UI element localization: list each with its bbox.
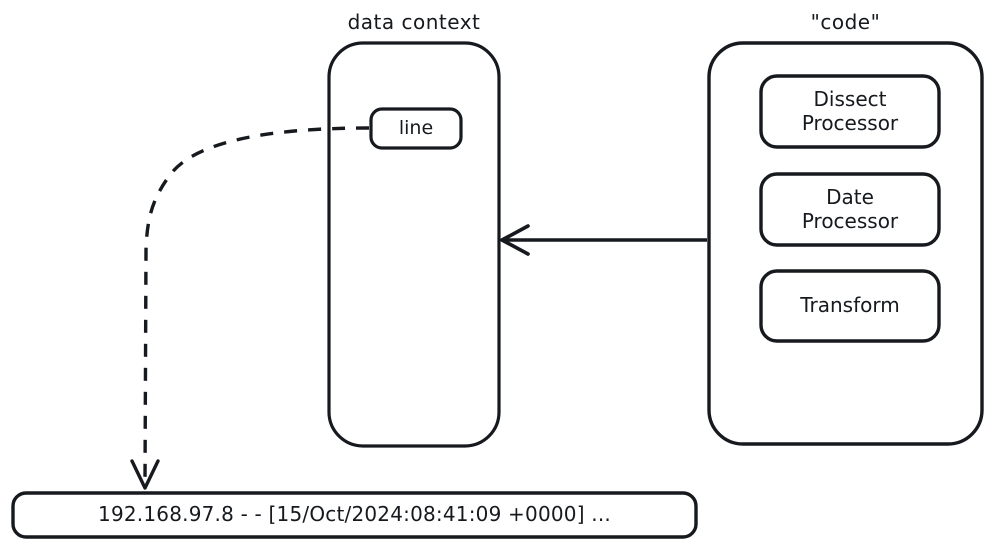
panel-title-data-context: data context [347, 10, 481, 34]
node-line[interactable] [369, 107, 463, 150]
node-log-line[interactable] [11, 491, 698, 539]
node-transform[interactable] [759, 269, 941, 343]
node-dissect-processor[interactable] [759, 74, 941, 149]
node-date-processor[interactable] [759, 172, 941, 247]
panel-title-code: "code" [810, 10, 881, 34]
connector-line-to-log-line [143, 126, 370, 481]
arrowhead-line-to-log-line [130, 459, 160, 490]
panel-data-context[interactable] [327, 41, 501, 448]
arrowhead-code-to-data-context [500, 224, 530, 256]
